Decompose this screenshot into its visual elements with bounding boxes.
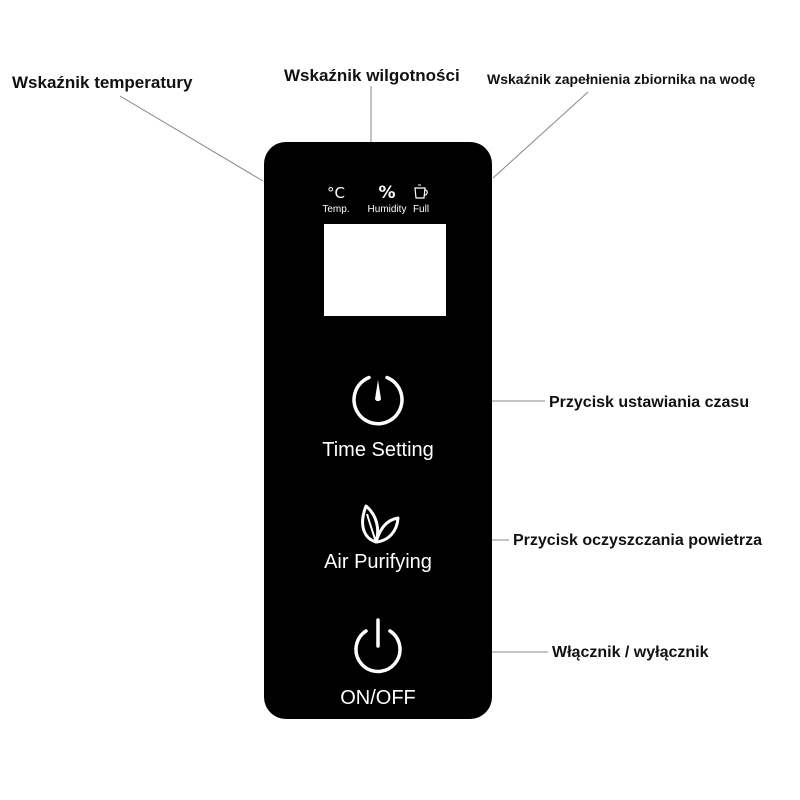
callout-power-switch: Włącznik / wyłącznik xyxy=(552,644,709,661)
humidity-indicator-label: Humidity xyxy=(367,204,407,215)
callout-humidity-indicator: Wskaźnik wilgotności xyxy=(284,66,460,85)
control-panel: °C Temp. % Humidity Full Time Setting xyxy=(264,142,492,719)
power-button[interactable]: ON/OFF xyxy=(264,616,492,710)
leader-line-tank-full xyxy=(492,91,589,179)
time-setting-label: Time Setting xyxy=(322,439,434,461)
temperature-indicator: °C Temp. xyxy=(316,184,356,216)
callout-temperature-indicator: Wskaźnik temperatury xyxy=(12,73,193,92)
callout-tank-full-indicator: Wskaźnik zapełnienia zbiornika na wodę xyxy=(487,71,756,87)
humidity-indicator: % Humidity xyxy=(362,184,412,216)
power-label: ON/OFF xyxy=(340,687,416,709)
air-purifying-button[interactable]: Air Purifying xyxy=(264,500,492,574)
air-purifying-label: Air Purifying xyxy=(324,551,432,573)
callout-time-setting-button: Przycisk ustawiania czasu xyxy=(549,394,750,411)
display-screen xyxy=(324,224,446,316)
leaf-icon xyxy=(361,504,400,544)
leader-line-temperature xyxy=(119,95,264,182)
celsius-icon: °C xyxy=(327,184,345,202)
power-icon xyxy=(354,618,402,674)
tank-full-indicator-label: Full xyxy=(412,204,430,215)
tank-full-indicator: Full xyxy=(406,184,436,216)
timer-icon xyxy=(352,375,404,426)
water-tank-icon xyxy=(406,184,436,202)
time-setting-button[interactable]: Time Setting xyxy=(264,368,492,462)
percent-icon: % xyxy=(378,183,396,203)
temperature-indicator-label: Temp. xyxy=(322,204,350,215)
callout-air-purifying-button: Przycisk oczyszczania powietrza xyxy=(513,532,762,549)
